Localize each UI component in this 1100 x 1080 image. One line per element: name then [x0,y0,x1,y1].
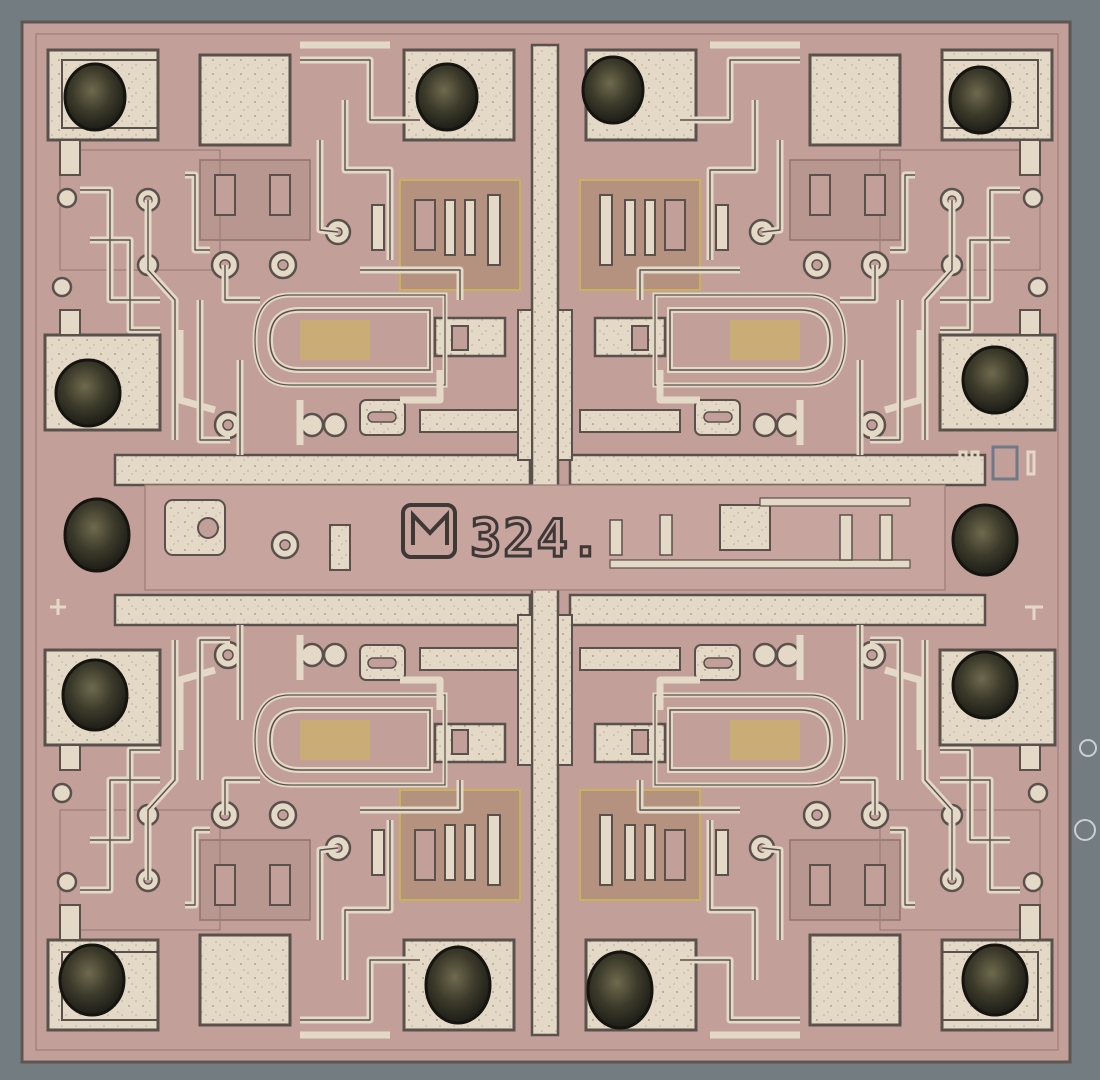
bond-ball [951,650,1019,720]
die-marking: 324. [401,503,603,571]
bond-ball [586,950,654,1030]
debris [1074,739,1097,841]
bond-balls [54,55,1029,1030]
bond-ball [58,943,126,1017]
bond-ball [424,945,492,1025]
center-bias-region [144,484,946,591]
bond-ball [948,65,1012,135]
bond-ball [581,55,645,125]
bond-ball [61,658,129,732]
manufacturer-logo-mark [411,509,449,545]
bond-ball [951,503,1019,577]
bond-ball [961,943,1029,1017]
die-number-label: 324. [470,509,603,569]
bond-ball [63,62,127,132]
bond-ball [961,345,1029,415]
bond-ball [415,62,479,132]
alignment-marks [50,445,1043,620]
bond-ball [63,497,131,573]
bond-ball [54,358,122,428]
manufacturer-logo [401,503,457,559]
